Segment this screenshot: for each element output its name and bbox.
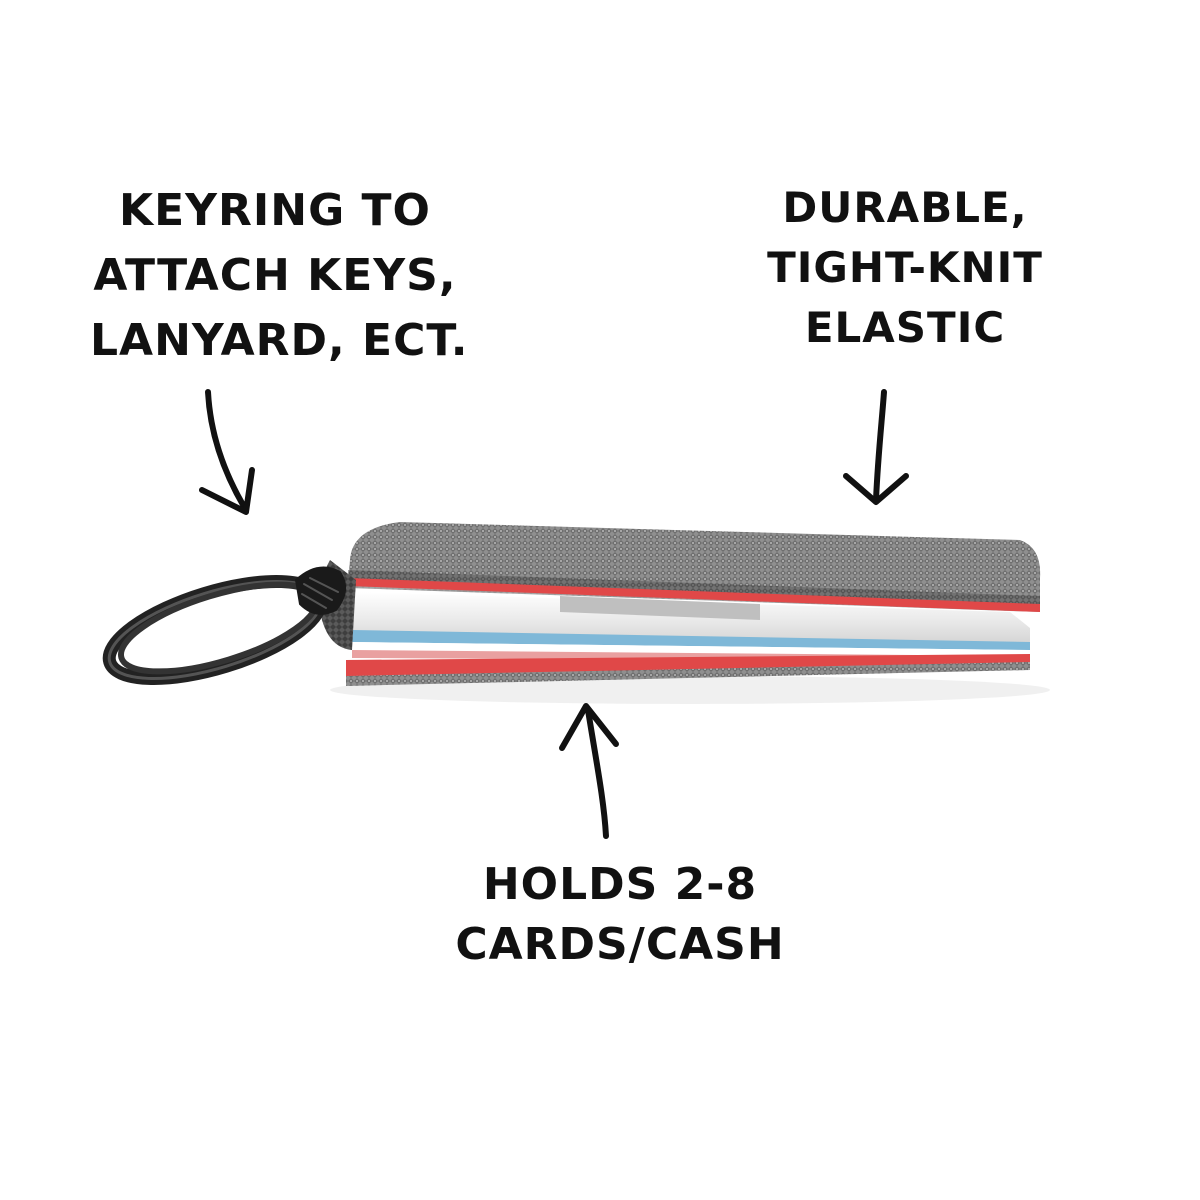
callout-line: HOLDS 2-8 [482,859,758,910]
callout-line: ELASTIC [804,303,1006,352]
callout-line: ATTACH KEYS, [93,250,457,301]
wallet-illustration [320,522,1050,704]
callout-elastic: DURABLE, TIGHT-KNIT ELASTIC [745,178,1065,358]
arrow-down-icon [843,389,909,505]
callout-line: TIGHT-KNIT [767,243,1043,292]
callout-keyring: KEYRING TO ATTACH KEYS, LANYARD, ECT. [90,178,469,373]
callout-line: DURABLE, [782,183,1028,232]
callout-cards: HOLDS 2-8 CARDS/CASH [440,855,800,975]
arrow-down-icon [199,389,255,515]
callout-line: KEYRING TO [119,185,431,236]
callout-line: CARDS/CASH [455,919,785,970]
keyring-icon [102,566,347,686]
callout-line: LANYARD, ECT. [90,315,469,366]
arrow-up-icon [559,703,619,839]
